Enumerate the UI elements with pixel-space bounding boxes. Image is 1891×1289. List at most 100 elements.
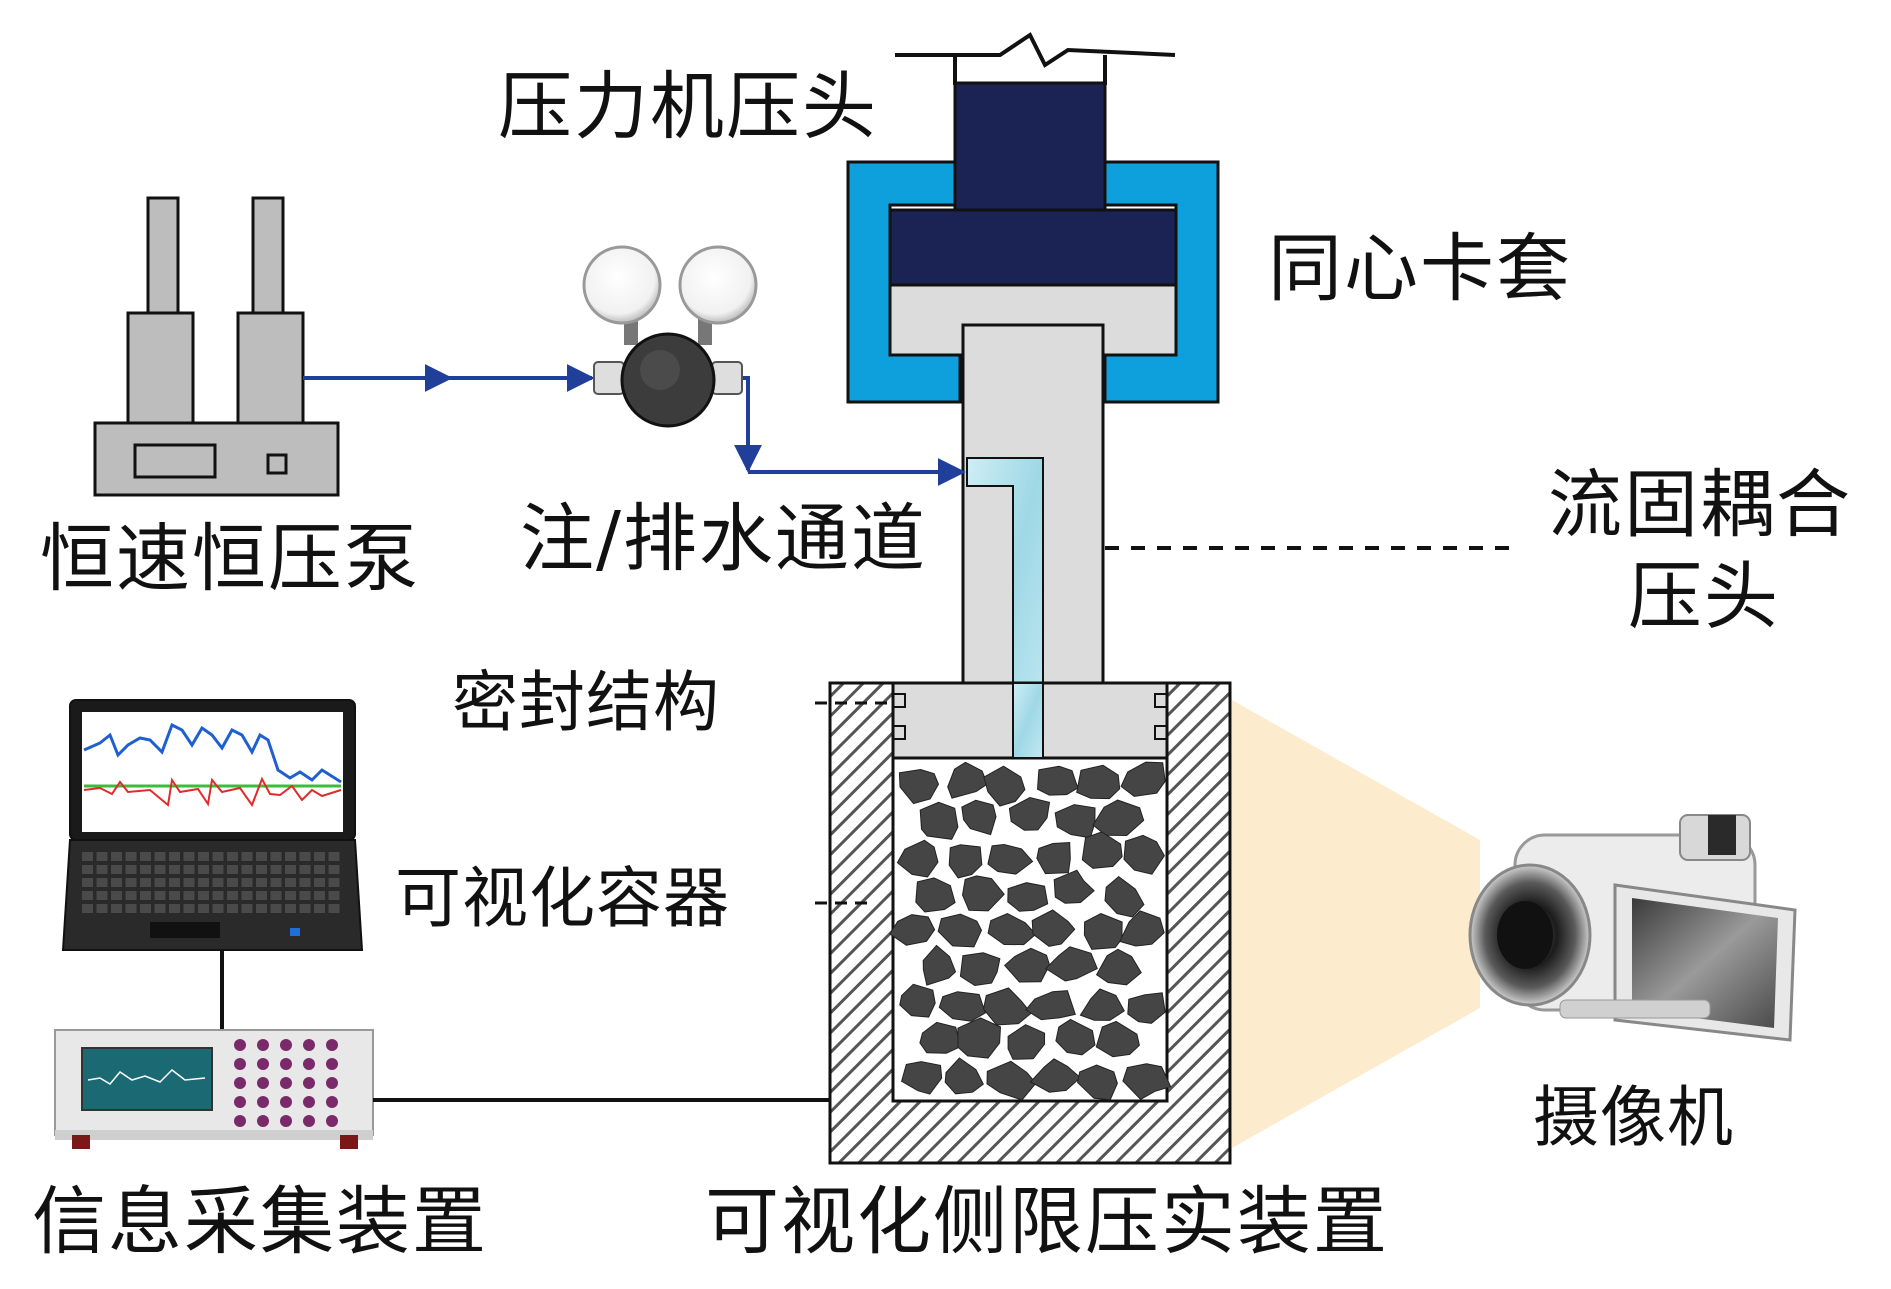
keyboard-key: [82, 865, 93, 874]
sample-particle: [1083, 912, 1123, 950]
daq-knob: [280, 1115, 292, 1127]
keyboard-key: [256, 904, 267, 913]
daq-knob: [303, 1039, 315, 1051]
keyboard-key: [212, 904, 224, 913]
sample-particle: [1007, 1024, 1046, 1060]
keyboard-key: [241, 865, 253, 874]
keyboard-key: [270, 904, 282, 913]
keyboard-key: [183, 865, 195, 874]
keyboard-key: [227, 891, 238, 900]
sample-particle: [957, 1017, 1002, 1059]
daq-knob: [303, 1058, 315, 1070]
sample-particle: [1055, 1018, 1096, 1056]
keyboard-key: [111, 891, 122, 900]
daq-knob: [280, 1058, 292, 1070]
daq-knob: [303, 1115, 315, 1127]
keyboard-key: [285, 878, 296, 887]
sample-particle: [948, 844, 983, 879]
keyboard-key: [270, 878, 282, 887]
sample-particle: [938, 991, 986, 1022]
sample-particle: [1029, 1058, 1082, 1093]
daq-knob: [234, 1115, 246, 1127]
sample-particle: [937, 913, 983, 948]
keyboard-key: [314, 852, 325, 861]
keyboard-key: [256, 891, 267, 900]
sample-particle: [1036, 841, 1071, 875]
keyboard-key: [154, 865, 166, 874]
sample-particle: [1079, 988, 1125, 1021]
keyboard-key: [169, 891, 180, 900]
sample-particle: [986, 1060, 1037, 1101]
keyboard-key: [299, 904, 311, 913]
daq-knob: [326, 1115, 338, 1127]
sample-particle: [961, 799, 997, 836]
keyboard-key: [82, 891, 93, 900]
sample-particle: [959, 952, 1001, 987]
keyboard-key: [212, 852, 224, 861]
label-coupled-head-2: 压头: [1628, 554, 1780, 640]
sample-particle: [899, 983, 936, 1018]
sample-particle: [1122, 1063, 1172, 1101]
keyboard-key: [256, 878, 267, 887]
sample-particle: [922, 944, 957, 986]
daq-knob: [257, 1058, 269, 1070]
keyboard-key: [212, 865, 224, 874]
keyboard-key: [111, 904, 122, 913]
sample-particle: [1003, 947, 1051, 983]
keyboard-key: [169, 878, 180, 887]
keyboard-key: [299, 878, 311, 887]
keyboard-key: [198, 878, 209, 887]
sample-particle: [1095, 1020, 1140, 1058]
sample-particle: [1077, 1064, 1118, 1101]
keyboard-key: [241, 891, 253, 900]
daq-knob: [257, 1096, 269, 1108]
keyboard-key: [96, 865, 108, 874]
keyboard-key: [169, 852, 180, 861]
keyboard-key: [183, 852, 195, 861]
keyboard-key: [227, 904, 238, 913]
keyboard-key: [96, 891, 108, 900]
label-concentric-sleeve: 同心卡套: [1268, 226, 1572, 312]
keyboard-key: [256, 865, 267, 874]
sample-particle: [1095, 948, 1142, 986]
keyboard-key: [96, 852, 108, 861]
keyboard-key: [140, 878, 151, 887]
keyboard-key: [285, 891, 296, 900]
keyboard-key: [125, 865, 137, 874]
daq-knob: [234, 1077, 246, 1089]
keyboard-key: [270, 852, 282, 861]
keyboard-key: [125, 904, 137, 913]
keyboard-key: [328, 852, 340, 861]
sample-particle: [915, 877, 956, 913]
keyboard-key: [241, 878, 253, 887]
sample-particle: [1127, 992, 1166, 1024]
keyboard-key: [285, 865, 296, 874]
keyboard-key: [154, 891, 166, 900]
daq-knob: [326, 1096, 338, 1108]
keyboard-key: [111, 878, 122, 887]
keyboard-key: [111, 852, 122, 861]
sample-particle: [1007, 882, 1049, 912]
sample-particle: [1025, 990, 1076, 1021]
daq-knob: [326, 1058, 338, 1070]
keyboard-key: [154, 904, 166, 913]
keyboard-key: [183, 904, 195, 913]
keyboard-key: [299, 852, 311, 861]
keyboard-key: [198, 904, 209, 913]
sample-particle: [1092, 799, 1145, 837]
data-acquisition-icon: [54, 1029, 374, 1149]
label-coupled-head-1: 流固耦合: [1548, 462, 1852, 548]
keyboard-key: [212, 891, 224, 900]
sample-particle: [1045, 946, 1098, 982]
keyboard-key: [285, 852, 296, 861]
daq-knob: [234, 1096, 246, 1108]
keyboard-key: [96, 878, 108, 887]
keyboard-key: [328, 865, 340, 874]
keyboard-key: [241, 852, 253, 861]
sample-particle: [987, 913, 1037, 946]
daq-knob: [280, 1096, 292, 1108]
pump-icon: [93, 196, 340, 497]
daq-knob: [257, 1039, 269, 1051]
sample-particle: [947, 761, 988, 799]
